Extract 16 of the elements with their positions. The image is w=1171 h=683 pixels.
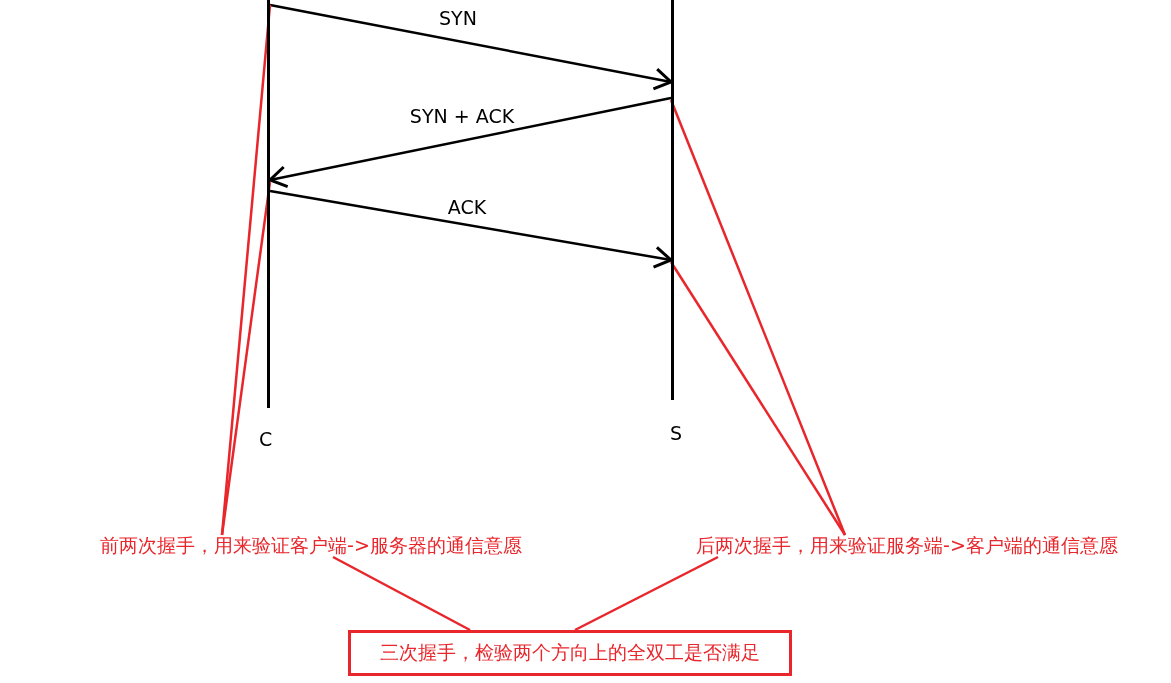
note-box: 三次握手，检验两个方向上的全双工是否满足 <box>348 630 792 676</box>
leader-line <box>332 555 471 632</box>
leader-line <box>669 261 847 536</box>
annotation-text: 后两次握手，用来验证服务端->客户端的通信意愿 <box>672 535 1142 557</box>
lifeline-label: S <box>670 424 683 443</box>
arrow <box>268 96 672 189</box>
lifeline-label: C <box>259 430 273 449</box>
arrow <box>269 3 673 91</box>
lifeline <box>267 0 270 408</box>
arrow <box>269 189 673 269</box>
leader-line <box>220 181 272 536</box>
lifeline <box>671 0 674 400</box>
annotation-text: 前两次握手，用来验证客户端->服务器的通信意愿 <box>76 535 546 557</box>
leader-line <box>574 555 719 632</box>
edge-label: SYN <box>437 8 479 28</box>
edge-label: ACK <box>445 197 489 217</box>
